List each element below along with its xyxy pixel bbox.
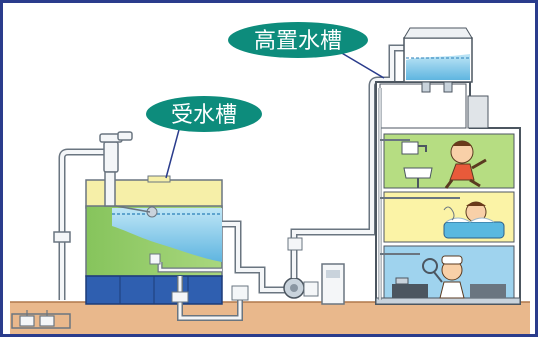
- person-cooking-icon: [392, 255, 506, 299]
- person-bathing-icon: [443, 201, 505, 239]
- inlet-pipe: [11, 131, 133, 329]
- receiving-tank: [85, 175, 223, 305]
- receiving-tank-label: 受水槽: [146, 96, 262, 179]
- valve-icon: [19, 310, 55, 327]
- elevated-tank-text: 高置水槽: [254, 29, 342, 54]
- elevated-tank-label: 高置水槽: [228, 22, 385, 79]
- sink-icon: [401, 141, 433, 188]
- receiving-tank-text: 受水槽: [171, 103, 237, 128]
- suction-pipe: [149, 220, 288, 321]
- ground: [10, 302, 530, 334]
- riser-pipe: [287, 44, 404, 278]
- person-running-icon: [444, 140, 487, 189]
- elevated-tank: [403, 27, 473, 93]
